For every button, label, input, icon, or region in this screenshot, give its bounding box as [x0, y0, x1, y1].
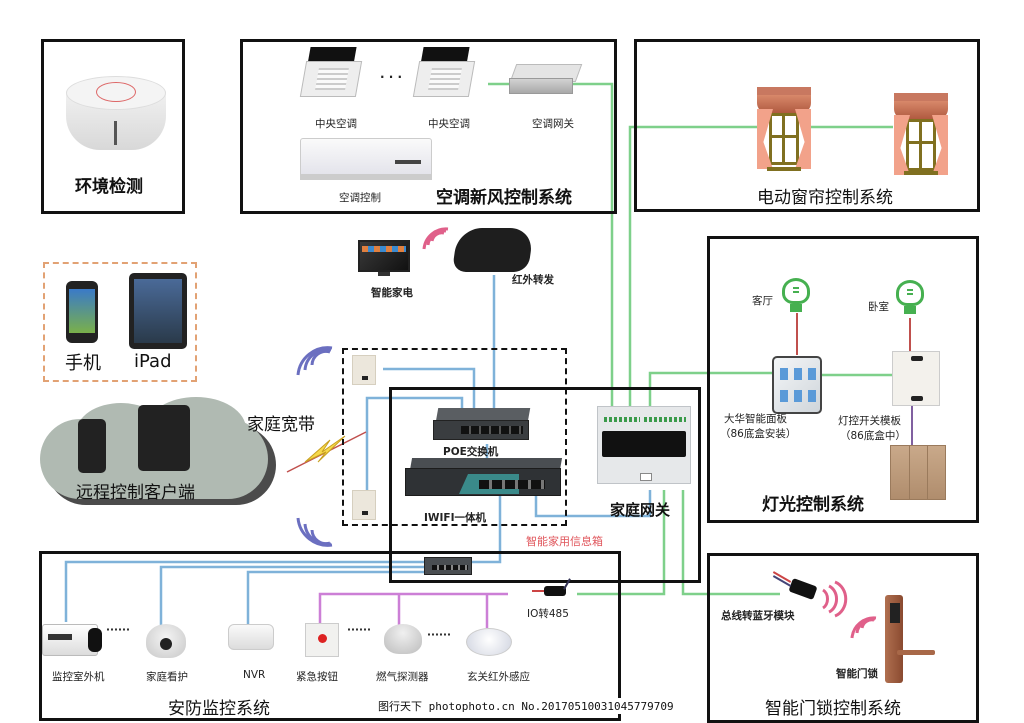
home-gateway-icon [597, 406, 691, 484]
env-monitor-title: 环境检测 [75, 177, 143, 197]
ir-forwarder-label: 红外转发 [512, 274, 554, 286]
hvac-system-box [240, 39, 617, 214]
bus-line-curtain [628, 125, 757, 412]
curtain-icon [894, 93, 948, 177]
smart-panel-note: （86底盒安装） [720, 428, 797, 440]
eth-line-cam2 [159, 565, 424, 625]
central-ac-icon [412, 45, 476, 100]
ellipsis-dots: ······ [347, 624, 371, 636]
info-box-label: 智能家用信息箱 [526, 535, 603, 548]
phone-label: 手机 [65, 353, 101, 374]
lightbulb-icon [782, 278, 812, 314]
gas-detector-label: 燃气探测器 [376, 671, 429, 683]
eth-line-cam1 [64, 560, 424, 622]
alarm-line [318, 592, 508, 624]
info-box [389, 387, 701, 583]
poe-switch-label: POE交换机 [443, 446, 499, 458]
ipad-label: iPad [134, 351, 172, 372]
broadband-bolt-icon [286, 431, 367, 473]
gas-detector-icon [384, 624, 422, 654]
wifi-zone-box [342, 348, 567, 526]
ellipsis: · · · [380, 70, 403, 84]
lighting-system-box [707, 236, 979, 523]
wall-switch-icon [890, 445, 946, 500]
bus-line-io [577, 490, 666, 596]
camera-label: 监控室外机 [52, 671, 105, 683]
smart-appliance-label: 智能家电 [371, 287, 413, 299]
curtain-icon [757, 87, 811, 173]
pir-sensor-label: 玄关红外感应 [467, 671, 530, 683]
smart-lock-icon [885, 595, 937, 685]
bus-line-lock [681, 490, 780, 596]
remote-client-label: 远程控制客户端 [76, 483, 195, 503]
air-sensor-icon [66, 76, 166, 156]
central-ac-label: 中央空调 [315, 118, 357, 130]
ir-forwarder-icon [451, 228, 535, 276]
room-label-bedroom: 卧室 [868, 301, 889, 313]
tablet-icon [129, 273, 187, 349]
curtain-system-title: 电动窗帘控制系统 [757, 188, 893, 208]
lightbulb-icon [896, 280, 926, 318]
ac-control-label: 空调控制 [339, 192, 381, 204]
ellipsis-dots: ······ [106, 624, 130, 636]
home-care-label: 家庭看护 [146, 671, 188, 683]
bluetooth-module-icon [768, 570, 820, 601]
io-converter-icon [532, 578, 572, 598]
eth-line-nvr [246, 570, 424, 625]
central-ac-label: 中央空调 [428, 118, 470, 130]
security-system-title: 安防监控系统 [168, 699, 270, 719]
iwifi-label: IWIFI一体机 [424, 512, 486, 524]
lock-system-title: 智能门锁控制系统 [765, 699, 901, 719]
home-gateway-label: 家庭网关 [610, 501, 671, 519]
ac-gateway-label: 空调网关 [532, 118, 574, 130]
nvr-label: NVR [243, 669, 266, 681]
nvr-icon [228, 624, 274, 650]
ellipsis-dots: ······ [427, 629, 451, 641]
pir-sensor-icon [466, 628, 512, 656]
outdoor-camera-icon [42, 620, 104, 658]
smart-tv-icon [358, 240, 410, 280]
io-converter-label: IO转485 [527, 608, 569, 620]
smart-lock-label: 智能门锁 [836, 668, 878, 680]
room-label-living: 客厅 [752, 295, 773, 307]
smart-panel-label: 大华智能面板 [724, 413, 787, 425]
bt-module-label: 总线转蓝牙模块 [721, 610, 795, 622]
bus-line-lighting [648, 371, 773, 412]
wifi-ap-icon [352, 355, 376, 385]
bluetooth-signal-icon [850, 616, 877, 639]
curtain-system-box [634, 39, 980, 212]
switch-module-icon [892, 351, 940, 406]
env-monitor-box [41, 39, 185, 214]
cloud-icon [36, 395, 280, 515]
iwifi-router-icon [405, 458, 563, 500]
wifi-signal-icon [296, 517, 333, 547]
phone-icon [66, 281, 98, 343]
dome-camera-icon [146, 624, 186, 660]
eth-line-to-switch [470, 490, 502, 564]
hvac-system-title: 空调新风控制系统 [436, 188, 572, 208]
emergency-button-icon [305, 623, 339, 657]
infrared-signal-icon [422, 227, 449, 250]
central-ac-icon [299, 45, 363, 100]
bluetooth-signal-icon [822, 580, 848, 618]
emergency-button-label: 紧急按钮 [296, 671, 338, 683]
wifi-signal-icon [296, 346, 333, 376]
lighting-system-title: 灯光控制系统 [762, 495, 864, 515]
smart-panel-icon [772, 356, 822, 414]
poe-switch-icon [433, 408, 531, 444]
local-client-box [43, 262, 197, 382]
eth-line-gateway [534, 490, 652, 518]
ac-gateway-icon [509, 64, 583, 100]
wifi-ap-icon [352, 490, 376, 520]
switch-module-label: 灯控开关模板 [838, 415, 901, 427]
network-switch-icon [424, 557, 472, 577]
watermark: 图行天下 photophoto.cn No.201705100310457797… [376, 698, 676, 714]
switch-module-note: （86底盒中） [840, 430, 906, 442]
broadband-label: 家庭宽带 [247, 415, 315, 435]
split-ac-icon [300, 138, 432, 182]
